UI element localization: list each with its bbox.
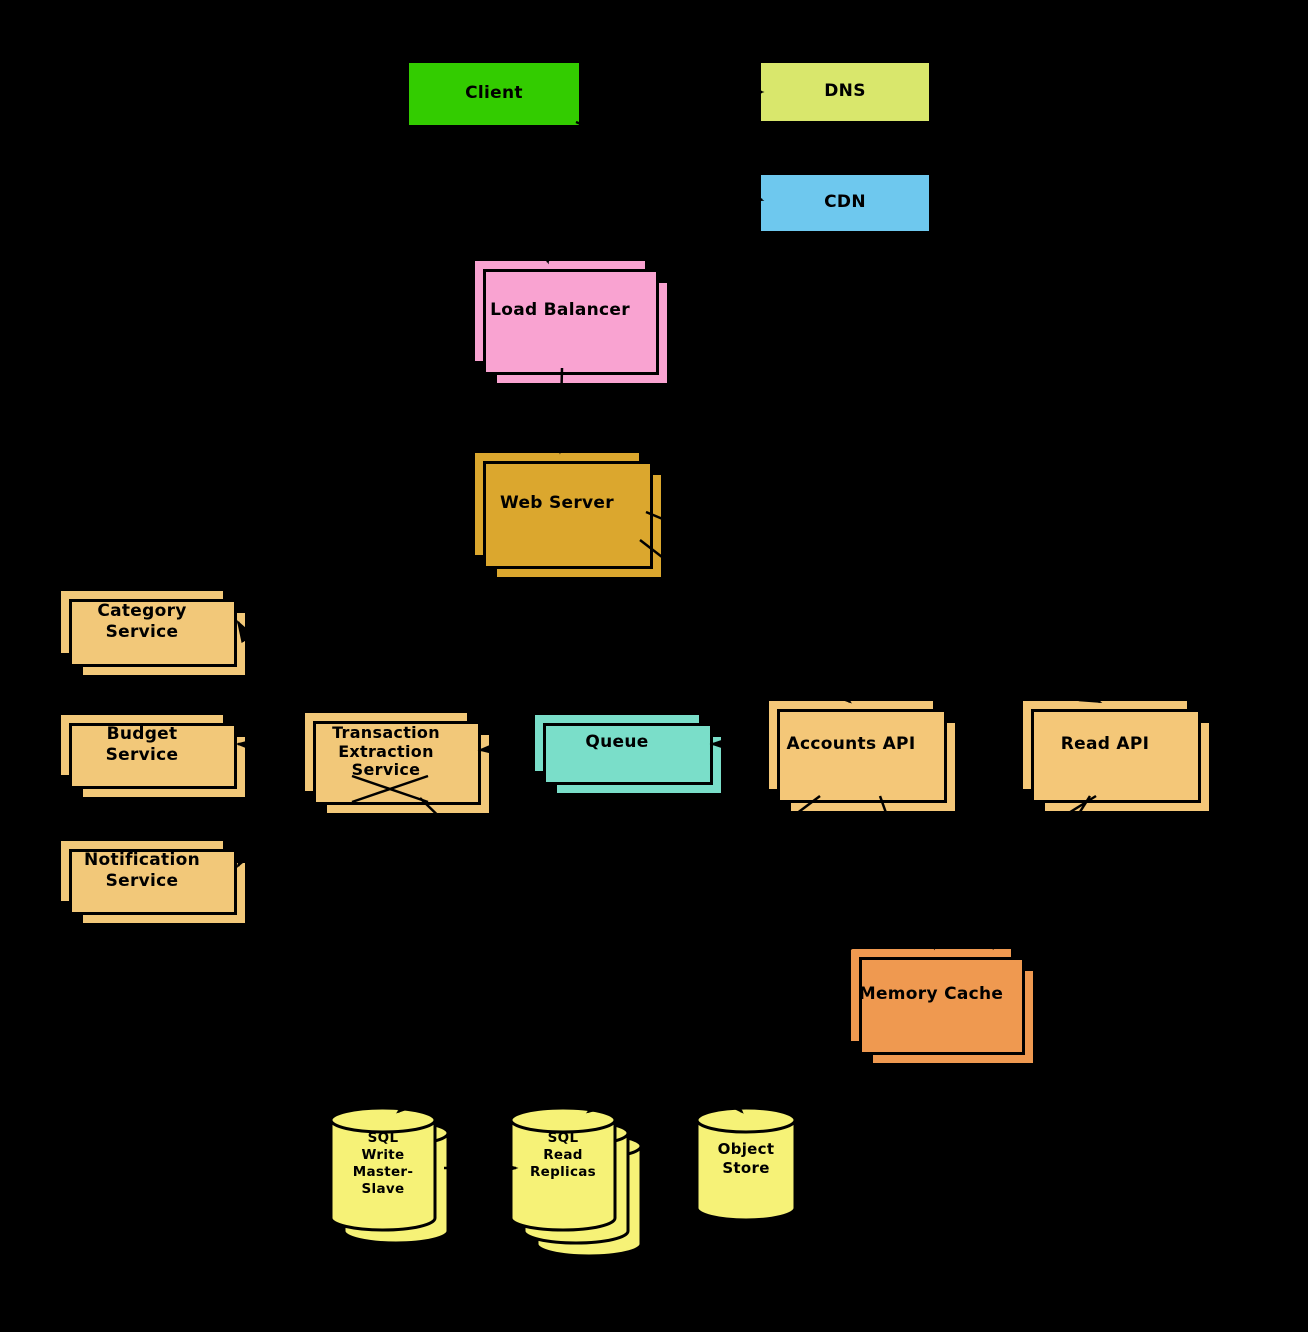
edge-web-server-accounts-api [639, 539, 852, 704]
node-transaction-extraction-service: Transaction Extraction Service [302, 710, 470, 794]
node-notification-service-label: Notification Service [84, 849, 200, 891]
cylinder-shape [329, 1106, 437, 1232]
node-client: Client [406, 60, 582, 128]
node-queue: Queue [532, 712, 702, 774]
node-cdn: CDN [758, 172, 932, 234]
node-cdn-label: CDN [824, 192, 866, 213]
node-object-store: Object Store [694, 1106, 798, 1224]
edge-web-server-read-api [645, 510, 1103, 704]
edge-client-load-balancer [503, 129, 550, 265]
node-web-server-label: Web Server [500, 493, 614, 514]
node-sql-read-label: SQL Read Replicas [529, 1130, 597, 1180]
node-read-api: Read API [1020, 698, 1190, 792]
node-transaction-extraction-service-label: Transaction Extraction Service [332, 723, 440, 780]
node-dns-label: DNS [824, 81, 866, 102]
edge-accounts-api-sql-write [395, 794, 821, 1114]
edge-client-dns [583, 84, 765, 100]
node-notification-service: Notification Service [58, 838, 226, 904]
edge-read-api-memory-cache [992, 795, 1092, 951]
node-web-server: Web Server [472, 450, 642, 558]
node-sql-read-replicas: SQL Read Replicas [508, 1106, 643, 1258]
node-load-balancer-label: Load Balancer [490, 300, 630, 321]
cylinder-shape [509, 1106, 617, 1232]
node-budget-service: Budget Service [58, 712, 226, 778]
edge-accounts-api-memory-cache [878, 795, 936, 951]
edge-tes-object-store [419, 797, 744, 1114]
node-category-service-label: Category Service [97, 600, 187, 642]
node-accounts-api: Accounts API [766, 698, 936, 792]
node-budget-service-label: Budget Service [105, 723, 179, 765]
node-read-api-label: Read API [1060, 734, 1150, 755]
node-load-balancer: Load Balancer [472, 258, 648, 364]
node-sql-write-label: SQL Write Master- Slave [352, 1130, 414, 1197]
node-object-store-label: Object Store [717, 1140, 775, 1177]
cylinder-shape [695, 1106, 797, 1222]
node-client-label: Client [465, 83, 523, 104]
edge-client-cdn [575, 120, 765, 202]
node-dns: DNS [758, 60, 932, 124]
node-memory-cache: Memory Cache [848, 946, 1014, 1044]
node-memory-cache-label: Memory Cache [858, 984, 1004, 1005]
node-sql-write-master-slave: SQL Write Master- Slave [328, 1106, 450, 1245]
node-queue-label: Queue [585, 732, 649, 753]
node-category-service: Category Service [58, 588, 226, 656]
node-accounts-api-label: Accounts API [786, 734, 916, 755]
